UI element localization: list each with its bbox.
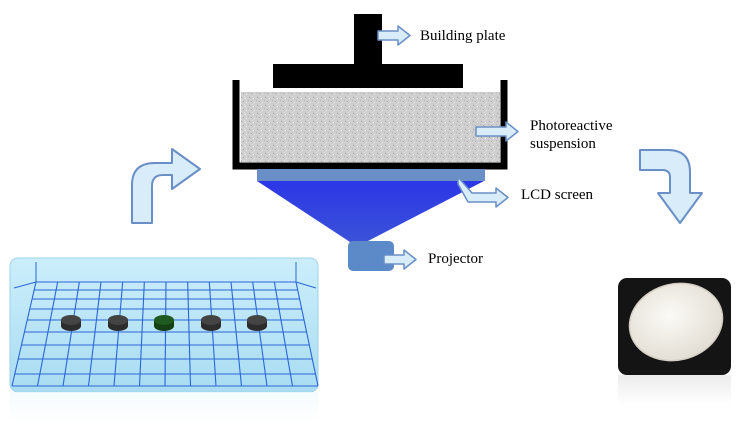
photoreactive-suspension-label: Photoreactive suspension	[530, 118, 613, 152]
printing-tablet	[247, 315, 267, 331]
lcd-pointer-arrow	[457, 176, 509, 208]
curved-right-down-arrow-icon	[639, 149, 703, 224]
photoreactive-suspension	[241, 92, 500, 162]
printed-tablet-photo	[618, 278, 731, 405]
building-plate-stem	[354, 14, 382, 70]
light-cone	[257, 181, 484, 242]
suspension-pointer-arrow	[475, 121, 519, 142]
printing-tablet	[108, 315, 128, 331]
building-plate	[273, 64, 463, 88]
printing-tablet-green	[154, 315, 174, 331]
projector-pointer-arrow	[383, 249, 417, 270]
printing-tablet	[201, 315, 221, 331]
lcd-screen-label: LCD screen	[521, 187, 594, 203]
printing-tablet	[61, 315, 81, 331]
building-plate-label: Building plate	[420, 28, 506, 44]
vat	[232, 80, 508, 170]
build-platform	[9, 257, 319, 422]
building-plate-pointer-arrow	[377, 25, 411, 46]
curved-up-right-arrow-icon	[131, 148, 201, 224]
lcd-screen	[257, 169, 485, 181]
printed-tablet	[629, 283, 723, 361]
projector	[348, 241, 394, 271]
projector-label: Projector	[428, 251, 483, 267]
